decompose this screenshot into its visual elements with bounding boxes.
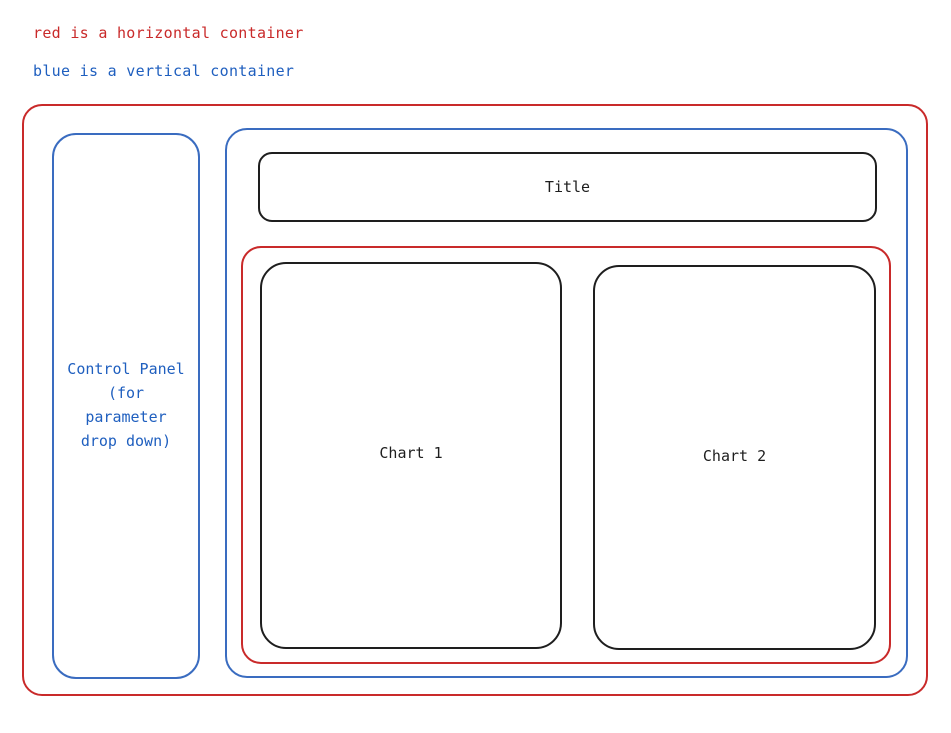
control-panel-label: Control Panel (for parameter drop down) — [54, 357, 198, 453]
control-panel-label-line-3: parameter — [85, 408, 167, 426]
chart-1-box: Chart 1 — [260, 262, 562, 649]
outer-horizontal-container — [22, 104, 928, 696]
legend-vertical-container: blue is a vertical container — [33, 62, 295, 80]
chart-2-label: Chart 2 — [702, 447, 767, 465]
control-panel-container: Control Panel (for parameter drop down) — [52, 133, 200, 679]
control-panel-label-line-2: (for — [107, 384, 145, 402]
title-label: Title — [544, 178, 591, 196]
chart-2-box: Chart 2 — [593, 265, 876, 650]
title-box: Title — [258, 152, 877, 222]
chart-1-label: Chart 1 — [379, 444, 443, 462]
legend-horizontal-container: red is a horizontal container — [33, 24, 304, 42]
main-vertical-container — [225, 128, 908, 678]
control-panel-label-line-4: drop down) — [80, 432, 172, 450]
control-panel-label-line-1: Control Panel — [67, 360, 185, 378]
charts-horizontal-container — [241, 246, 891, 664]
